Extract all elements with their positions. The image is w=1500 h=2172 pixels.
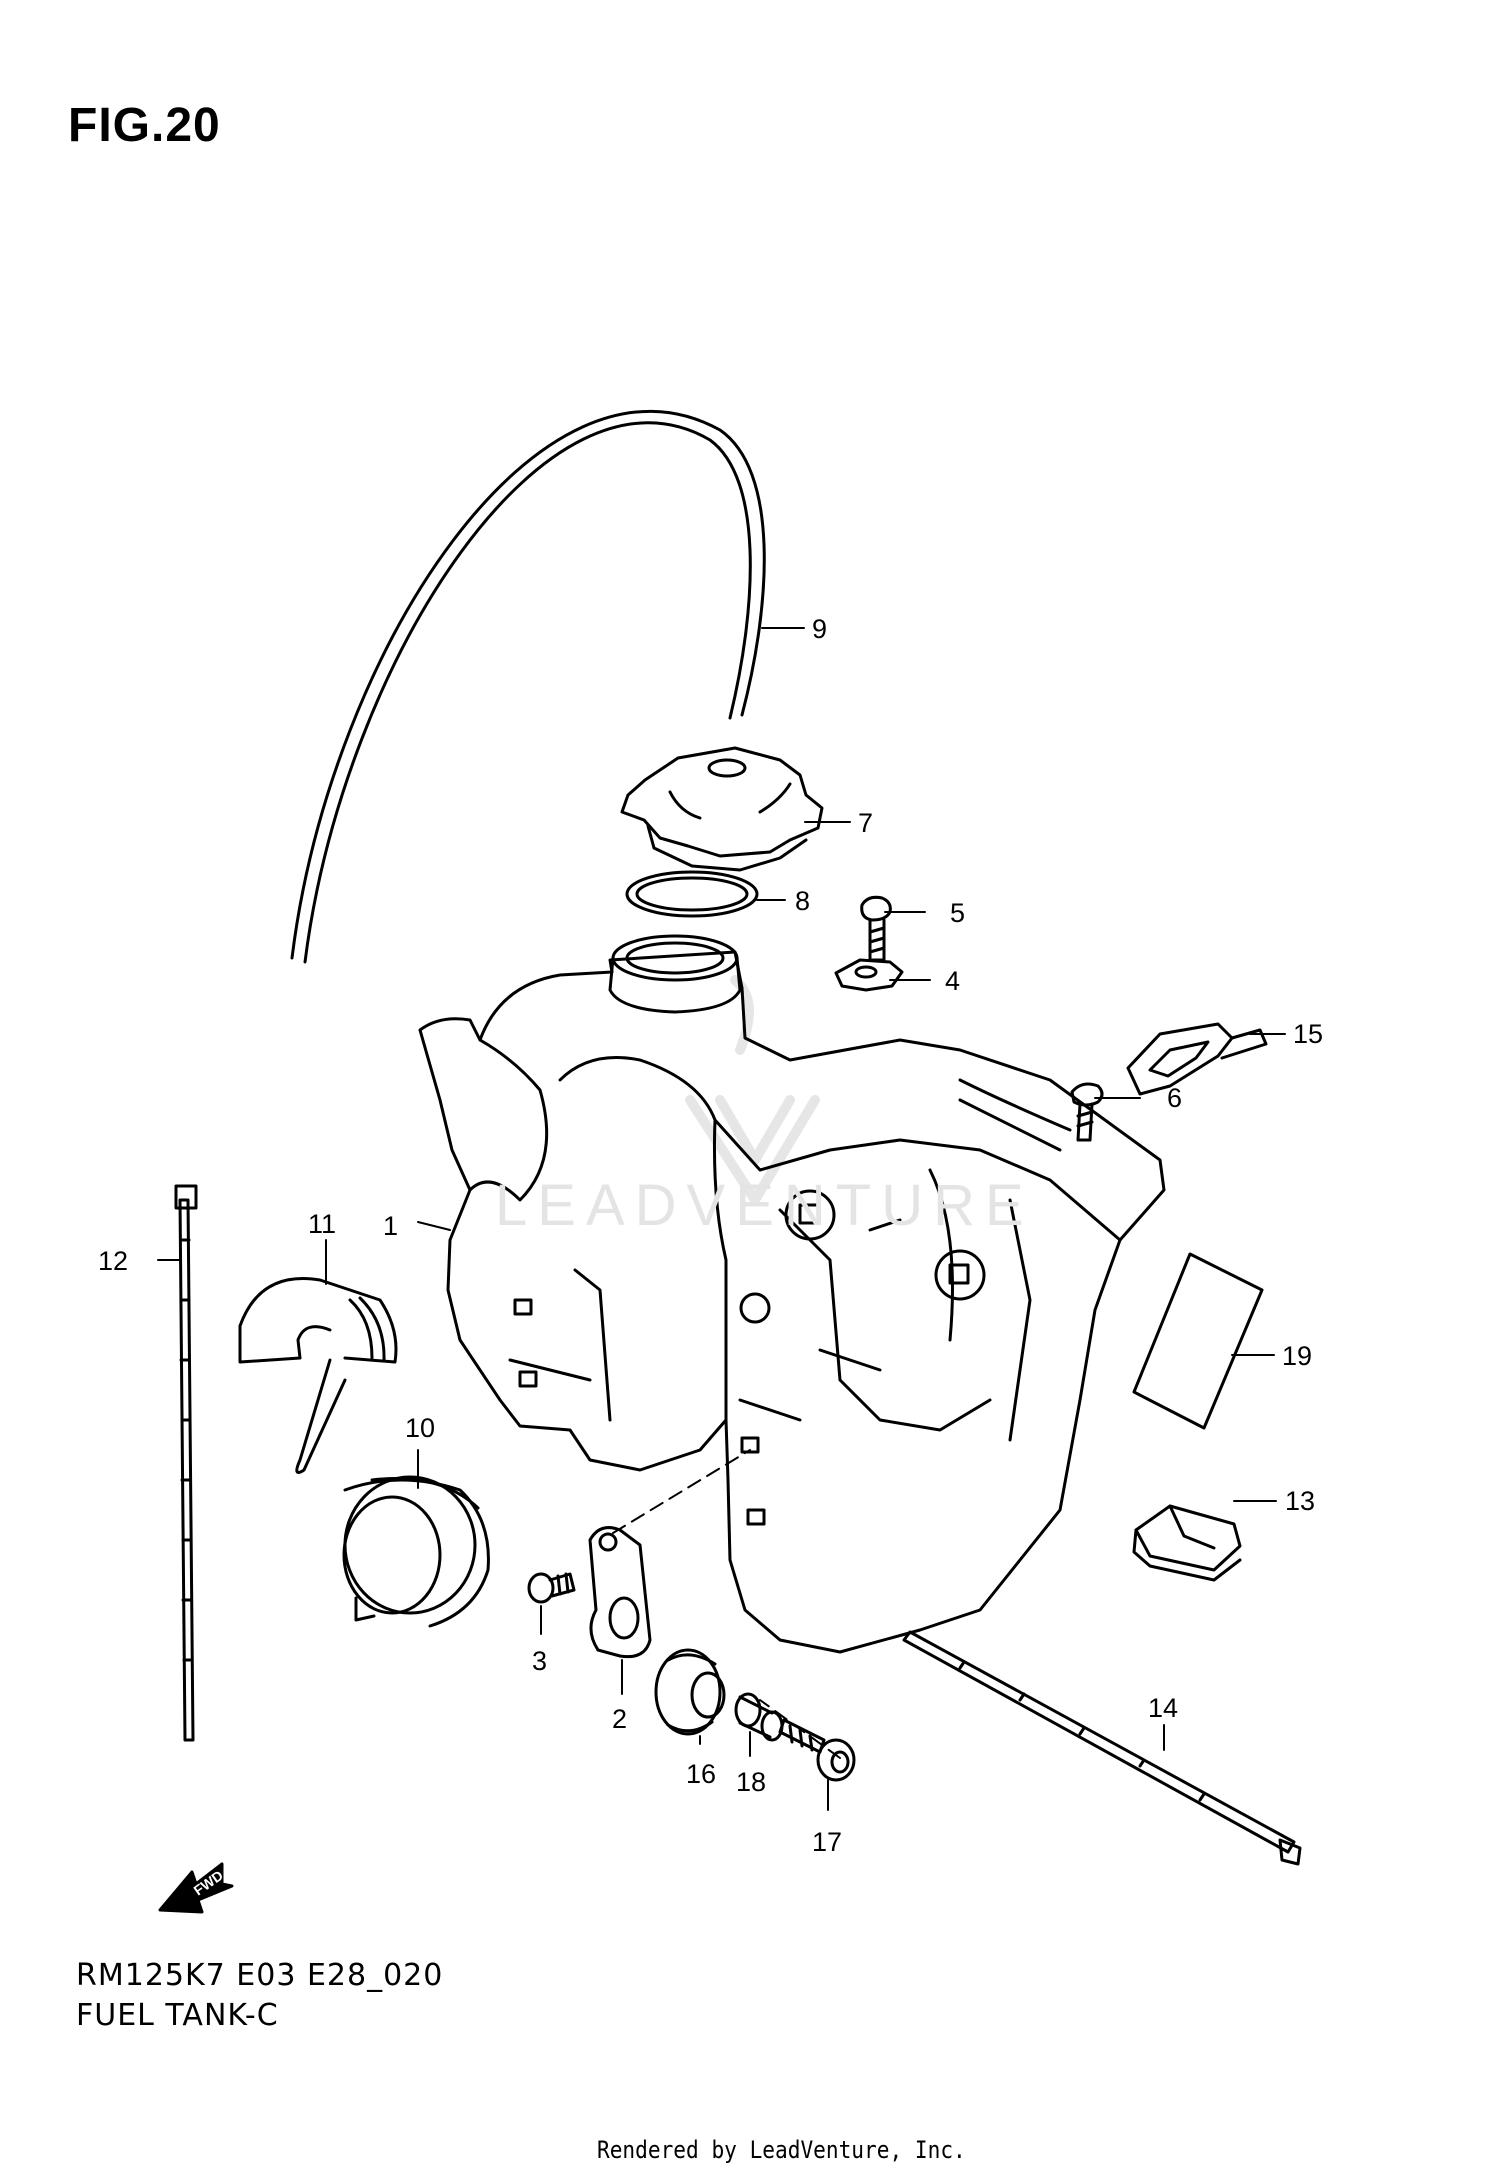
callout-15: 15: [1293, 1019, 1323, 1049]
callout-3: 3: [532, 1646, 547, 1676]
callout-7: 7: [858, 808, 873, 838]
grommet-16: [654, 1648, 726, 1736]
breather-hose: [290, 409, 766, 960]
model-code: RM125K7 E03 E28_020: [76, 1958, 444, 1993]
grommet-4: [834, 958, 904, 992]
callout-14: 14: [1148, 1693, 1178, 1723]
bolt-17: [778, 1718, 856, 1782]
callout-18: 18: [736, 1767, 766, 1797]
callout-5: 5: [950, 898, 965, 928]
cable-tie-12: [174, 1184, 198, 1742]
assembly-name: FUEL TANK-C: [76, 1998, 279, 2033]
callout-1: 1: [383, 1211, 398, 1241]
callout-10: 10: [405, 1413, 435, 1443]
collar-18: [734, 1692, 784, 1742]
render-credit: Rendered by LeadVenture, Inc.: [597, 2136, 966, 2164]
fuel-tank: [418, 934, 1166, 1654]
cushion: [1132, 1504, 1242, 1582]
callout-12: 12: [98, 1246, 128, 1276]
callout-16: 16: [686, 1759, 716, 1789]
tank-mount-boss: [784, 1189, 836, 1241]
fwd-arrow-icon: [158, 1862, 234, 1914]
callout-13: 13: [1285, 1486, 1315, 1516]
figure-title: FIG.20: [68, 99, 221, 152]
cap-gasket: [625, 870, 759, 918]
spring-clamp-11: [238, 1277, 398, 1474]
callout-19: 19: [1282, 1341, 1312, 1371]
callout-8: 8: [795, 886, 810, 916]
callout-6: 6: [1167, 1083, 1182, 1113]
strap-bracket: [1126, 1022, 1268, 1096]
callout-17: 17: [812, 1827, 842, 1857]
tank-pad: [1132, 1252, 1264, 1430]
screw-6: [1070, 1082, 1104, 1142]
watermark-text: LEADVENTURE: [495, 1173, 1034, 1238]
tank-mount-boss: [934, 1249, 986, 1301]
callout-9: 9: [812, 614, 827, 644]
cable-tie-14: [902, 1630, 1302, 1866]
tank-bracket: [588, 1526, 652, 1659]
callout-4: 4: [945, 966, 960, 996]
leader-lines: [157, 627, 1286, 1811]
hose-clamp-10: [342, 1475, 490, 1628]
screw-5: [860, 895, 892, 962]
callout-2: 2: [612, 1704, 627, 1734]
fuel-cap: [620, 746, 824, 872]
watermark-logo: [685, 975, 820, 1205]
screw-3: [527, 1572, 576, 1604]
callout-11: 11: [308, 1209, 336, 1239]
